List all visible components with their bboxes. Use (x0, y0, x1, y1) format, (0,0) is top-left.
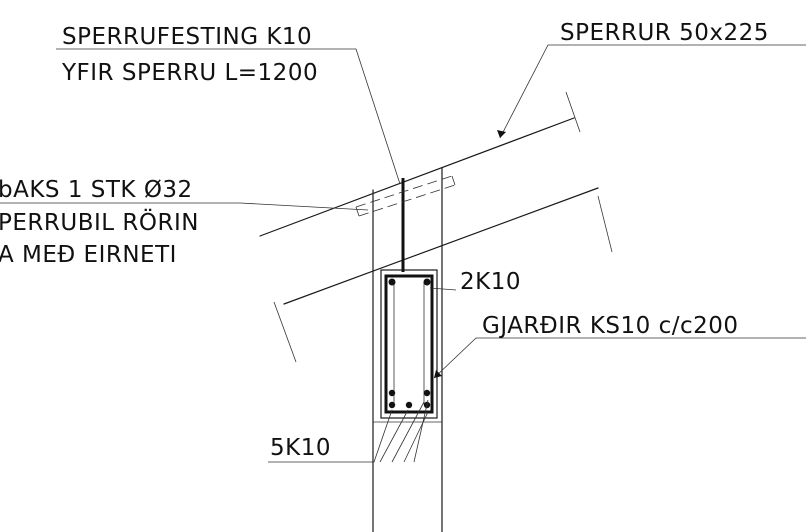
label-top-bars: 2K10 (460, 269, 521, 295)
leader-bottom-bars-4 (403, 411, 429, 463)
leader-rafter-arrow (497, 130, 506, 138)
bottom-bar-4 (423, 389, 431, 397)
beam-outline (380, 269, 438, 419)
rafter-right-break-lower (597, 195, 613, 253)
leader-stirrups (433, 337, 806, 379)
bottom-bar-2 (388, 401, 396, 409)
top-bar-right (423, 278, 431, 286)
leader-bottom-bars-2 (379, 409, 409, 463)
wall (372, 167, 443, 532)
leaders (0, 44, 806, 463)
pipe-left-end (355, 206, 360, 217)
label-pipe-line1: bAKS 1 STK Ø32 (0, 177, 193, 203)
rafter-top-edge (259, 117, 575, 237)
bottom-bar-3 (405, 401, 413, 409)
pipe-right-end (451, 175, 456, 186)
label-bottom-bars: 5K10 (270, 435, 331, 461)
leader-bottom-bars-5 (413, 399, 429, 463)
rafter-left-break (273, 301, 297, 363)
pipe-bottom-edge (358, 184, 456, 217)
label-rafter: SPERRUR 50x225 (560, 20, 769, 46)
leader-stirrups-arrow (434, 370, 442, 378)
rafter-right-break (565, 91, 581, 133)
leader-rafter (499, 44, 806, 139)
stirrup (384, 274, 434, 414)
rafter-bottom-edge (283, 187, 599, 305)
label-rafter-fixing-line2: YFIR SPERRU L=1200 (61, 60, 318, 86)
ring-beam (380, 269, 438, 419)
leader-rafter-fixing (56, 48, 401, 185)
leader-bottom-bars-1 (268, 409, 393, 463)
label-pipe-line2: PERRUBIL RÖRIN (0, 208, 199, 236)
leader-top-bars (429, 287, 457, 291)
leader-pipe (0, 202, 369, 211)
top-bar-left (388, 278, 396, 286)
rafter (259, 91, 613, 363)
bottom-bar-1 (388, 389, 396, 397)
label-rafter-fixing-line1: SPERRUFESTING K10 (62, 24, 312, 50)
pipe-top-edge (355, 175, 453, 208)
label-pipe-line3: A MEÐ EIRNETI (0, 242, 177, 268)
pipe (355, 175, 456, 217)
label-stirrups: GJARÐIR KS10 c/c200 (482, 313, 739, 339)
leader-bottom-bars-3 (391, 401, 425, 463)
